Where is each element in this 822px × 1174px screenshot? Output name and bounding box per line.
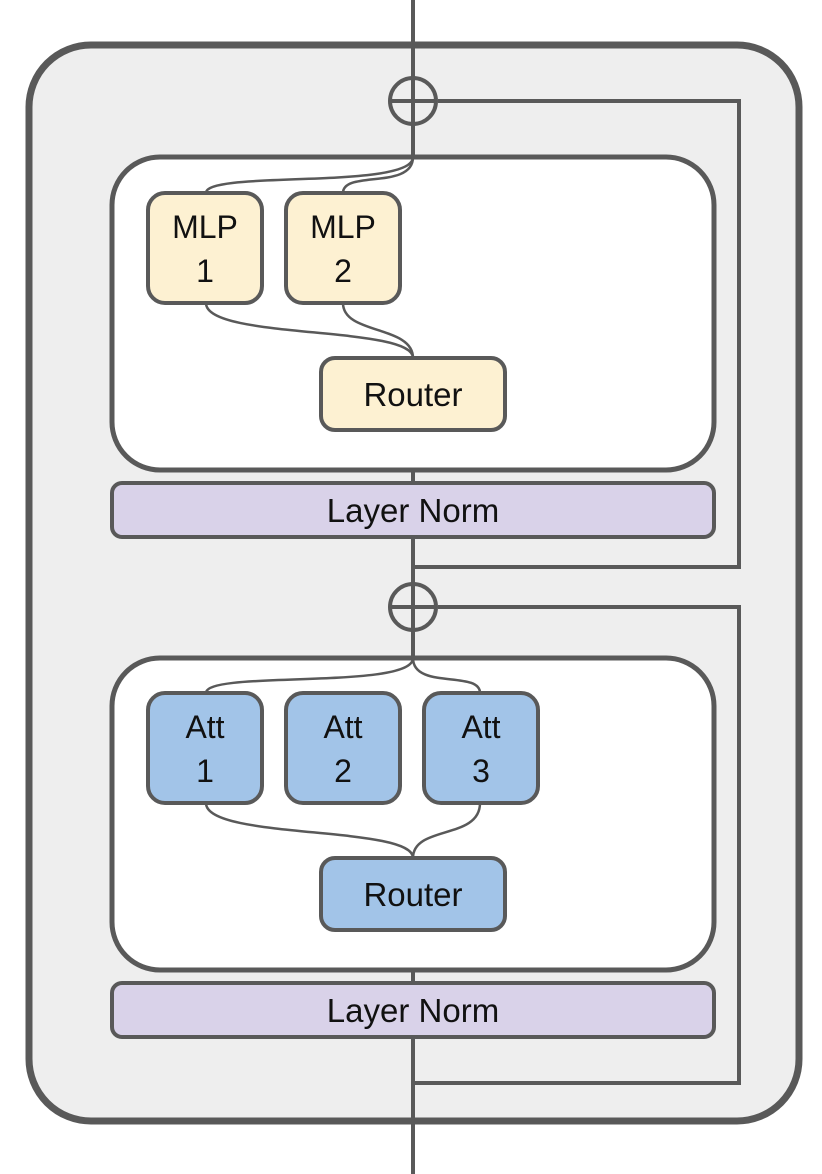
attention-layer-norm-label: Layer Norm — [327, 992, 499, 1029]
mlp-layer-norm: Layer Norm — [110, 481, 716, 539]
attention-router: Router — [319, 856, 507, 932]
expert-att-3: Att 3 — [422, 691, 540, 805]
expert-att-2-name: Att — [323, 709, 362, 745]
expert-att-2: Att 2 — [284, 691, 402, 805]
expert-mlp-1: MLP 1 — [146, 191, 264, 305]
expert-att-2-index: 2 — [334, 753, 352, 789]
circle-plus-icon — [388, 76, 438, 126]
skip-connection-mlp — [413, 99, 741, 569]
mlp-router: Router — [319, 356, 507, 432]
mlp-connection-lines — [204, 156, 415, 359]
expert-mlp-1-index: 1 — [196, 253, 214, 289]
expert-mlp-1-name: MLP — [172, 209, 238, 245]
expert-att-3-name: Att — [461, 709, 500, 745]
expert-att-3-index: 3 — [472, 753, 490, 789]
attention-router-label: Router — [363, 876, 462, 913]
expert-att-1-index: 1 — [196, 753, 214, 789]
expert-mlp-2-name: MLP — [310, 209, 376, 245]
circle-plus-icon — [388, 582, 438, 632]
mlp-layer-norm-label: Layer Norm — [327, 492, 499, 529]
attention-layer-norm: Layer Norm — [110, 981, 716, 1039]
expert-mlp-2-index: 2 — [334, 253, 352, 289]
mlp-router-label: Router — [363, 376, 462, 413]
skip-connection-attention — [413, 605, 741, 1085]
attention-connection-lines — [204, 657, 482, 859]
expert-att-1: Att 1 — [146, 691, 264, 805]
expert-att-1-name: Att — [185, 709, 224, 745]
expert-mlp-2: MLP 2 — [284, 191, 402, 305]
